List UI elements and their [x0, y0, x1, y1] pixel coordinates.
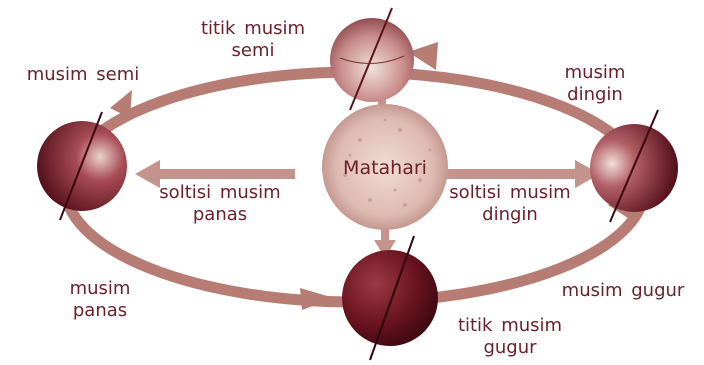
label-musim-gugur: musim gugur	[548, 280, 698, 302]
label-sun: Matahari	[322, 157, 448, 179]
earth-bottom	[342, 236, 438, 360]
earth-top	[330, 8, 414, 110]
label-musim-semi: musim semi	[8, 64, 158, 86]
